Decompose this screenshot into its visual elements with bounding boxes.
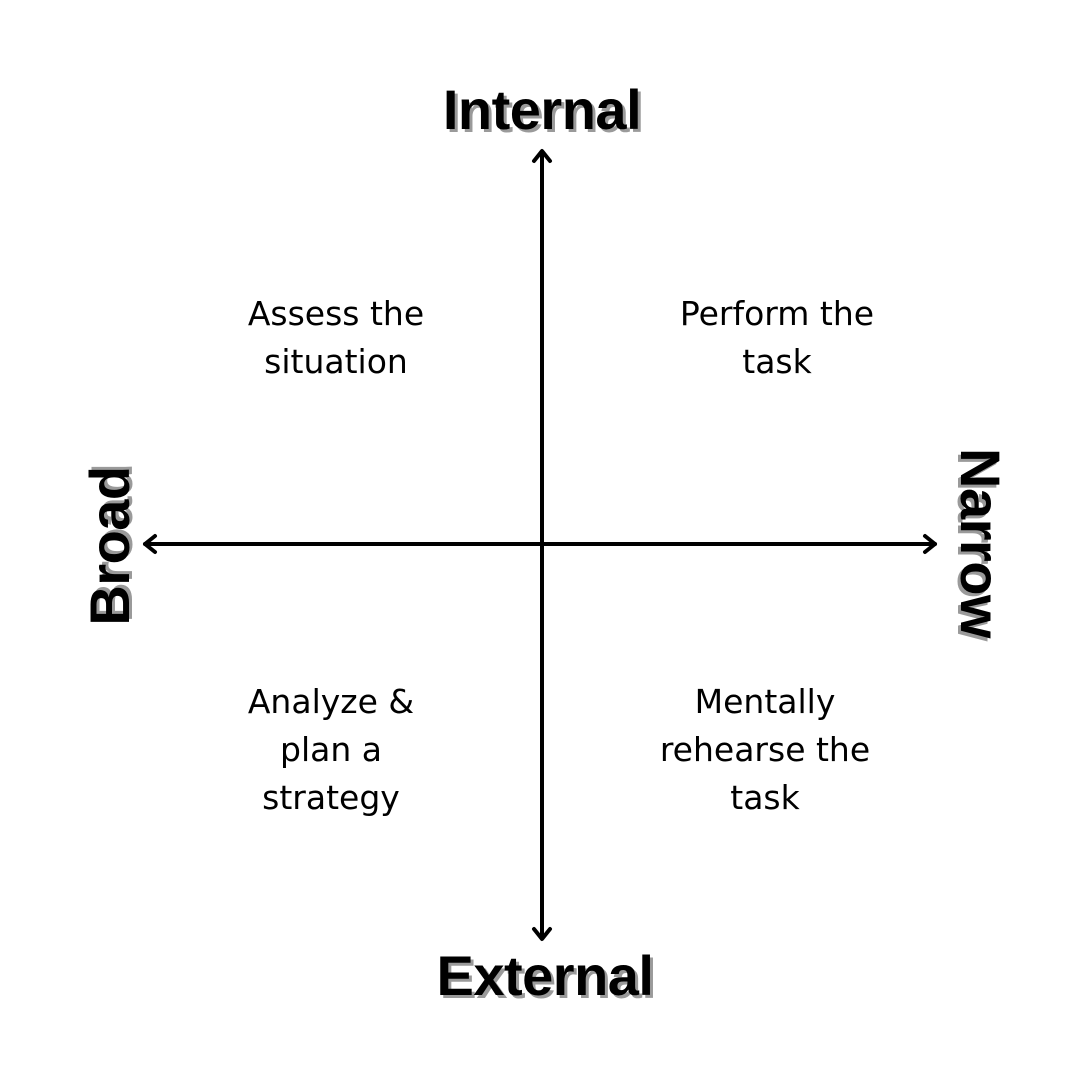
quadrant-text-line: Perform the <box>679 294 875 333</box>
arrowhead-up-icon <box>532 149 552 163</box>
arrowhead-left-icon <box>143 534 157 554</box>
quadrant-text-line: situation <box>264 342 408 381</box>
quadrant-text-line: strategy <box>262 778 400 817</box>
quadrant-bottom-right: Mentally rehearse the task <box>615 678 915 822</box>
quadrant-text-line: Analyze & <box>247 682 415 721</box>
quadrant-text-line: task <box>742 342 812 381</box>
axis-label-broad: Broad <box>78 466 141 626</box>
quadrant-text-line: rehearse the <box>659 730 871 769</box>
axis-label-external: External <box>436 944 655 1007</box>
arrowhead-down-icon <box>532 927 552 941</box>
quadrant-top-right: Perform the task <box>627 290 927 386</box>
arrowhead-right-icon <box>923 534 937 554</box>
quadrant-bottom-left: Analyze & plan a strategy <box>181 678 481 822</box>
quadrant-top-left: Assess the situation <box>186 290 486 386</box>
quadrant-text-line: Mentally <box>694 682 836 721</box>
quadrant-text-line: plan a <box>280 730 382 769</box>
quadrant-text-line: Assess the <box>247 294 425 333</box>
quadrant-text-line: task <box>730 778 800 817</box>
axis-label-internal: Internal <box>442 78 642 141</box>
axis-label-narrow: Narrow <box>949 448 1012 638</box>
